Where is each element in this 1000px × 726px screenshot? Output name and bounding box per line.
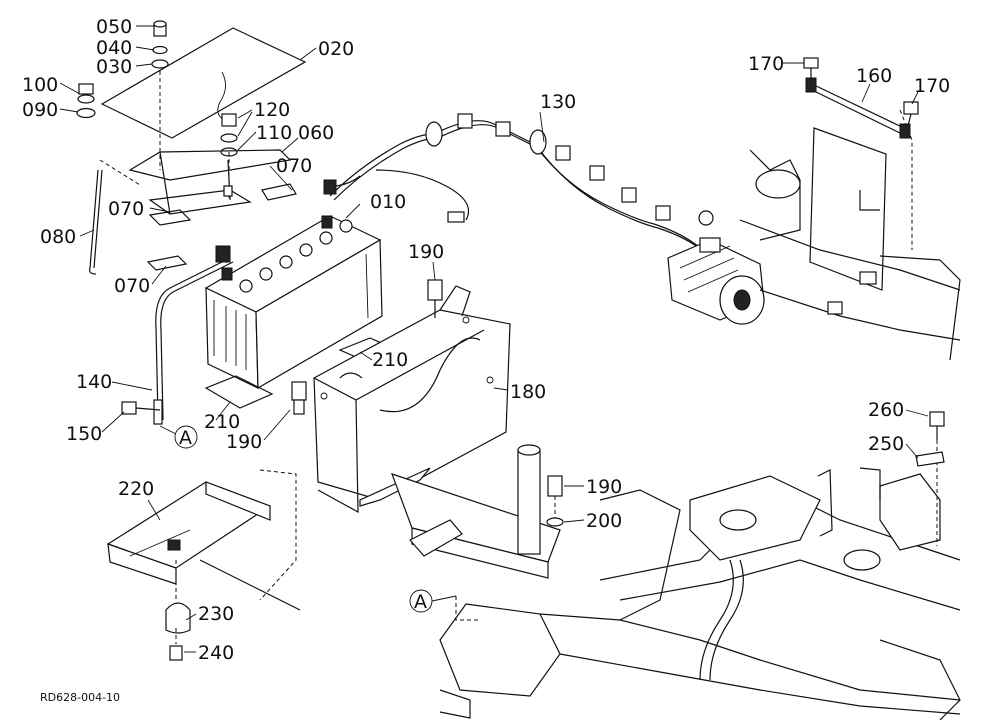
nut-240 xyxy=(169,645,183,661)
negative-cable xyxy=(153,245,234,425)
label-190-upper: 190 xyxy=(408,241,444,263)
label-090: 090 xyxy=(22,99,58,121)
bolt-170-right xyxy=(903,101,919,127)
battery-clamp-frame xyxy=(128,149,297,226)
label-030: 030 xyxy=(96,56,132,78)
label-010: 010 xyxy=(370,191,406,213)
label-210-upper: 210 xyxy=(372,349,408,371)
clip-230 xyxy=(165,602,191,644)
label-050: 050 xyxy=(96,16,132,38)
leader-lines xyxy=(59,25,929,653)
label-220: 220 xyxy=(118,478,154,500)
label-160: 160 xyxy=(856,65,892,87)
label-040: 040 xyxy=(96,37,132,59)
label-080: 080 xyxy=(40,226,76,248)
label-140: 140 xyxy=(76,371,112,393)
label-100: 100 xyxy=(22,74,58,96)
positive-cable xyxy=(323,113,714,253)
label-060: 060 xyxy=(298,122,334,144)
engine-area-drawing xyxy=(739,109,961,361)
label-070-upper: 070 xyxy=(276,155,312,177)
nut-washer-stack xyxy=(151,20,169,69)
label-070-lower: 070 xyxy=(114,275,150,297)
label-230: 230 xyxy=(198,603,234,625)
label-110: 110 xyxy=(256,122,292,144)
battery-bracket-drawing xyxy=(313,285,511,514)
tray-drawing xyxy=(106,481,301,611)
washer-pair-right xyxy=(220,113,238,200)
lower-frame-drawing xyxy=(439,475,961,721)
label-240: 240 xyxy=(198,642,234,664)
label-150: 150 xyxy=(66,423,102,445)
bolt-150 xyxy=(121,401,161,415)
reference-marker-a-lower: A xyxy=(409,589,457,613)
label-210-lower: 210 xyxy=(204,411,240,433)
label-190-right: 190 xyxy=(586,476,622,498)
bracket-cable xyxy=(379,337,481,413)
pad-070-lower xyxy=(146,255,188,271)
ground-cable-160 xyxy=(805,77,911,139)
reference-marker-a-upper: A xyxy=(159,425,198,449)
battery-drawing xyxy=(204,215,383,390)
marker-a-lower-text: A xyxy=(414,591,427,613)
label-180: 180 xyxy=(510,381,546,403)
label-070-mid: 070 xyxy=(108,198,144,220)
part-labels: 050 040 030 020 100 090 120 110 060 070 … xyxy=(22,16,950,664)
label-170-right: 170 xyxy=(914,75,950,97)
label-250: 250 xyxy=(868,433,904,455)
base-plate-drawing xyxy=(259,444,681,621)
mat-210-lower xyxy=(204,375,274,409)
label-260: 260 xyxy=(868,399,904,421)
washer-200 xyxy=(546,517,564,527)
label-170-left: 170 xyxy=(748,53,784,75)
marker-a-upper-text: A xyxy=(179,427,192,449)
label-190-mid: 190 xyxy=(226,431,262,453)
washer-pair-left xyxy=(76,83,96,119)
label-120: 120 xyxy=(254,99,290,121)
label-020: 020 xyxy=(318,38,354,60)
drawing-code: RD628-004-10 xyxy=(40,691,120,704)
label-130: 130 xyxy=(540,91,576,113)
bolt-190-right xyxy=(547,475,563,520)
label-200: 200 xyxy=(586,510,622,532)
j-bolt-rod xyxy=(89,159,141,275)
bracket-plate-right xyxy=(817,411,945,551)
battery-cover-drawing xyxy=(100,27,307,170)
bolt-190-mid xyxy=(291,381,307,415)
starter-motor-drawing xyxy=(667,237,765,325)
